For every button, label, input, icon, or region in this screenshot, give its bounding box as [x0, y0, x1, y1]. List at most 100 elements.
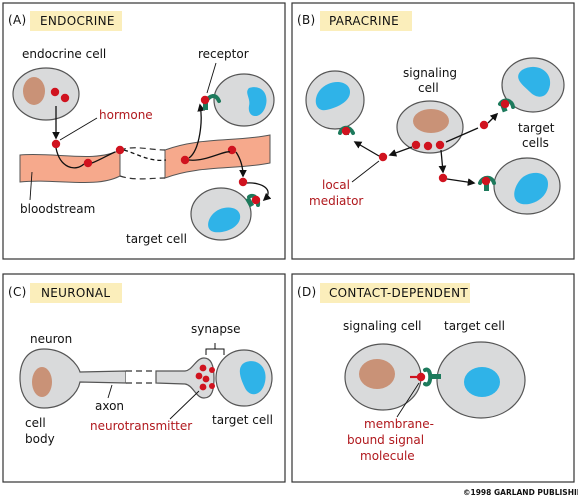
signaling-cell-label-1: signaling	[403, 66, 457, 80]
panel-b-letter: (B)	[297, 13, 316, 27]
neurotransmitter-label: neurotransmitter	[90, 419, 192, 433]
cell-body-label-2: body	[25, 432, 55, 446]
panel-a-title: ENDOCRINE	[40, 14, 115, 28]
panel-d-title-box	[320, 283, 470, 303]
blood-vessel-right	[164, 134, 271, 179]
local-mediator-molecule	[423, 141, 433, 151]
target-cells-label-2: cells	[522, 136, 549, 150]
diffusion-arrow	[487, 112, 499, 124]
receptor-stem	[484, 182, 489, 191]
receptor-label: receptor	[198, 47, 249, 61]
panel-b-title-box	[320, 11, 412, 31]
bound-hormone	[251, 195, 261, 205]
panel-paracrine: (B) PARACRINE signaling cell	[291, 2, 575, 260]
hormone-path-to-target	[246, 182, 272, 202]
hormone-molecule	[227, 145, 237, 155]
diffusion-arrow	[438, 149, 447, 174]
target-cell-d-label: target cell	[444, 319, 505, 333]
synapse-label: synapse	[191, 322, 241, 336]
local-mediator-molecule	[435, 140, 445, 150]
hormone-path-up	[188, 103, 206, 159]
neurotransmitter-vesicle	[209, 383, 215, 389]
panel-c-letter: (C)	[8, 285, 27, 299]
copyright-text: ©1998 GARLAND PUBLISHING	[463, 488, 578, 497]
neurotransmitter-vesicle	[199, 364, 207, 372]
neuronal-target-nucleus	[239, 361, 266, 395]
neuron-nucleus	[32, 367, 52, 397]
hormone-path-dashed	[123, 149, 167, 161]
local-mediator-molecule	[378, 152, 388, 162]
diffusion-arrow	[353, 141, 380, 157]
bloodstream-label-line	[29, 171, 33, 201]
endocrine-cell-nucleus	[23, 77, 45, 105]
neurotransmitter-vesicle	[199, 383, 207, 391]
local-mediator-label-2: mediator	[309, 194, 363, 208]
local-mediator-label-line	[351, 160, 380, 183]
diffusion-arrow	[445, 127, 479, 143]
membrane-bound-label-line	[396, 382, 420, 418]
hormone-path	[91, 151, 116, 164]
target-cell-c-label: target cell	[212, 413, 273, 427]
target-cell-a-label: target cell	[126, 232, 187, 246]
bound-mediator	[341, 126, 351, 136]
hormone-molecule	[115, 145, 125, 155]
bound-mediator	[481, 176, 491, 186]
panel-b-title: PARACRINE	[329, 14, 399, 28]
panel-a-title-box	[30, 11, 122, 31]
receptor-protein	[423, 367, 433, 387]
axon-dashed	[126, 370, 156, 384]
panel-a-letter: (A)	[8, 13, 26, 27]
hormone-molecule	[180, 155, 190, 165]
target-cell-upper-nucleus	[247, 87, 267, 117]
bound-mediator	[500, 99, 510, 109]
contact-signaling-nucleus	[359, 359, 395, 389]
paracrine-signaling-nucleus	[413, 109, 449, 133]
panel-c-title-box	[30, 283, 122, 303]
panel-d-letter: (D)	[297, 285, 317, 299]
axon-terminal	[155, 357, 215, 399]
endocrine-cell-label: endocrine cell	[22, 47, 106, 61]
panel-d-title: CONTACT-DEPENDENT	[329, 286, 468, 300]
hormone-molecule	[50, 87, 60, 97]
hormone-path	[188, 151, 231, 161]
target-cell-nucleus	[514, 172, 548, 205]
receptor-stem	[431, 374, 441, 379]
contact-target-nucleus	[464, 367, 500, 397]
axon-label-line	[107, 384, 113, 399]
hormone-path-down	[235, 151, 247, 178]
axon-gap	[126, 371, 156, 383]
endocrine-cell	[12, 67, 80, 121]
diffusion-arrow	[388, 146, 413, 157]
receptor-stem	[245, 197, 255, 208]
membrane-bound-label-1: membrane-	[364, 417, 434, 431]
hormone-molecule	[51, 139, 61, 149]
local-mediator-label-1: local	[322, 178, 350, 192]
bound-hormone	[200, 95, 210, 105]
neurotransmitter-vesicle	[209, 367, 215, 373]
membrane-bound-label-2: bound signal	[347, 433, 424, 447]
panel-contact-dependent: (D) CONTACT-DEPENDENT signaling cell tar…	[291, 273, 575, 483]
cell-body-label-1: cell	[25, 416, 46, 430]
panel-c-title: NEURONAL	[41, 286, 110, 300]
hormone-molecule	[238, 177, 248, 187]
signaling-cell-label-2: cell	[418, 81, 439, 95]
membrane-bound-signal	[416, 372, 426, 382]
target-cell-lower-nucleus	[208, 207, 241, 233]
hormone-label-line	[59, 117, 98, 141]
receptor-label-line	[206, 62, 217, 94]
hormone-molecule	[60, 93, 70, 103]
neurotransmitter-vesicle	[195, 372, 203, 380]
panel-neuronal: (C) NEURONAL synapse neuron axon cell bo…	[2, 273, 286, 483]
axon-label: axon	[95, 399, 124, 413]
hormone-molecule	[83, 158, 93, 168]
target-cell-nucleus	[315, 81, 350, 111]
local-mediator-molecule	[479, 120, 489, 130]
panel-endocrine: (A) ENDOCRINE endocrine cell hormone	[2, 2, 286, 260]
synapse-bracket	[205, 343, 225, 355]
target-cells-label-1: target	[518, 121, 555, 135]
local-mediator-molecule	[438, 173, 448, 183]
hormone-label: hormone	[99, 108, 153, 122]
signaling-cell-d-label: signaling cell	[343, 319, 422, 333]
hormone-path	[55, 147, 85, 169]
